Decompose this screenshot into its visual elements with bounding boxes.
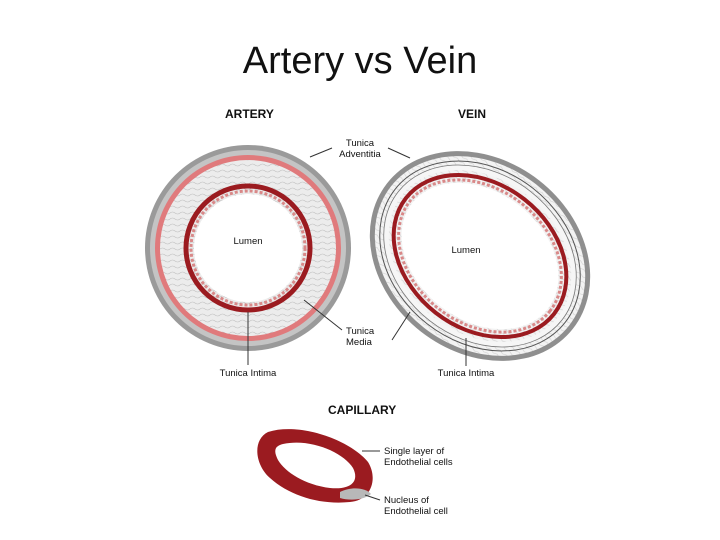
endothelial-layer-label-line1: Single layer of [384,446,445,457]
nucleus-label-line2: Endothelial cell [384,506,448,517]
tunica-adventitia-label-line2: Adventitia [339,149,381,160]
tunica-media-label-line1: Tunica [346,326,375,337]
vein-tunica-intima [391,172,569,340]
tunica-media-label-line2: Media [346,337,373,348]
tunica-adventitia-label-line1: Tunica [346,138,375,149]
artery-heading: ARTERY [225,107,274,121]
vein-lumen-label: Lumen [451,245,480,256]
leader-lines [247,147,467,501]
slide-title: Artery vs Vein [242,40,478,82]
artery-lumen-label: Lumen [233,236,262,247]
artery-tunica-intima [183,183,313,313]
vein-heading: VEIN [458,107,486,121]
vein-cross-section [369,151,591,361]
vein-lumen [401,182,559,330]
capillary-nucleus [340,488,371,500]
artery-cross-section [145,145,351,351]
capillary-heading: CAPILLARY [328,403,396,417]
capillary-lumen [275,442,356,489]
endothelial-layer-label-line2: Endothelial cells [384,457,453,468]
nucleus-label-line1: Nucleus of [384,495,429,506]
capillary-cross-section [257,429,373,503]
artery-tunica-intima-label: Tunica Intima [220,368,277,379]
artery-lumen [194,194,302,302]
vein-tunica-intima-label: Tunica Intima [438,368,495,379]
